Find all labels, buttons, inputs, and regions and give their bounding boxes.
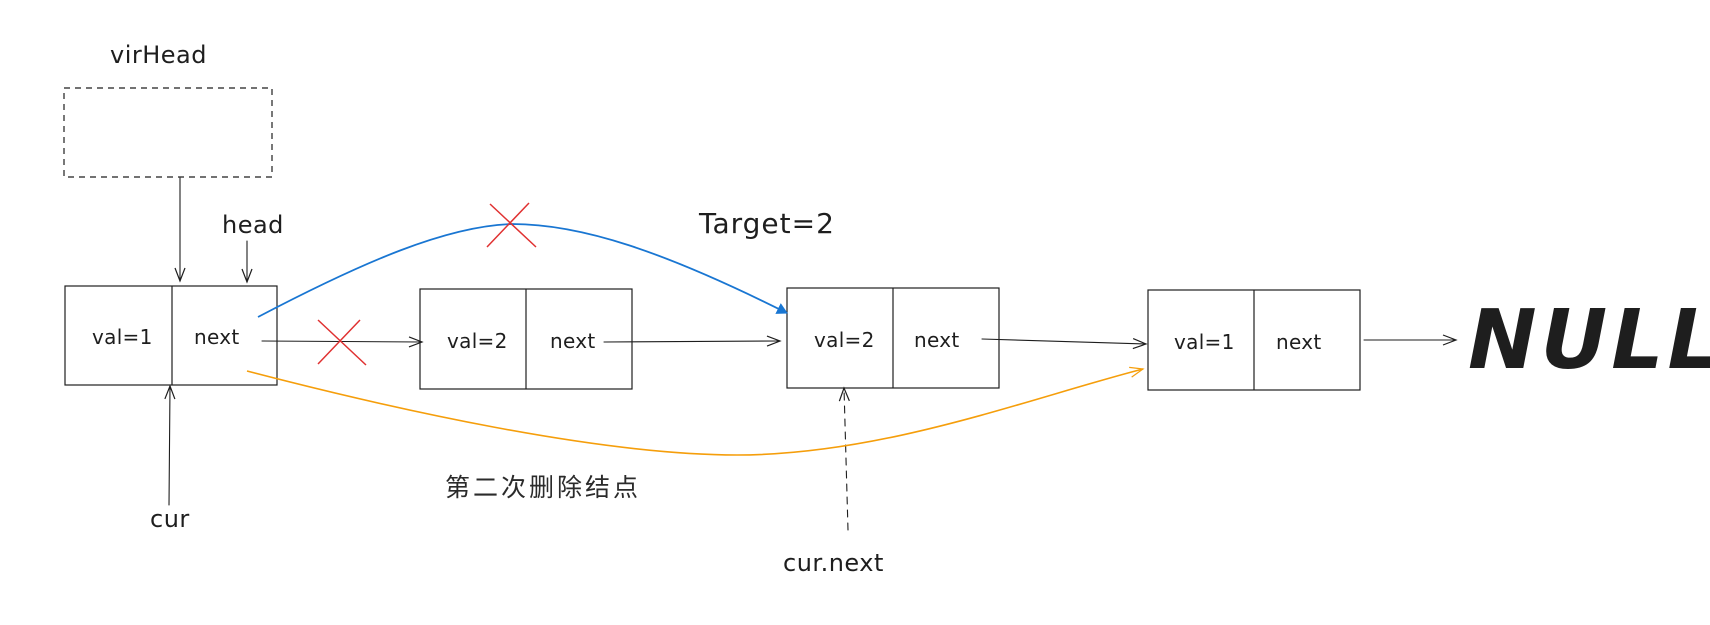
orange-curved-arrow [246,366,1145,456]
node2-to-node3-arrow [603,335,782,347]
node-2-next: next [550,329,596,353]
second-delete-label: 第二次删除结点 [445,473,641,502]
node-3-val: val=2 [814,328,875,352]
cross-mark-bottom [317,319,367,366]
node-2: val=2 next [419,288,633,390]
cur-next-to-node3-arrow [838,386,850,531]
cur-next-label: cur.next [783,549,884,577]
node-1: val=1 next [64,285,278,386]
virhead-label: virHead [110,41,207,69]
target-label: Target=2 [698,207,835,240]
node-1-box [64,285,278,386]
virtual-head-box [63,87,273,178]
node-1-val: val=1 [92,325,153,349]
node-3-next: next [914,328,960,352]
node-4: val=1 next [1147,289,1361,391]
head-label: head [222,211,284,239]
node-1-next: next [194,325,240,349]
null-label: NULL [1468,293,1710,388]
cross-mark-top [486,202,537,248]
node-4-next: next [1276,330,1322,354]
node-4-val: val=1 [1174,330,1235,354]
cur-to-node1-arrow [164,384,176,506]
cur-label: cur [150,505,190,533]
node3-to-node4-arrow [981,338,1148,350]
node-2-val: val=2 [447,329,508,353]
node-3: val=2 next [786,287,1000,389]
